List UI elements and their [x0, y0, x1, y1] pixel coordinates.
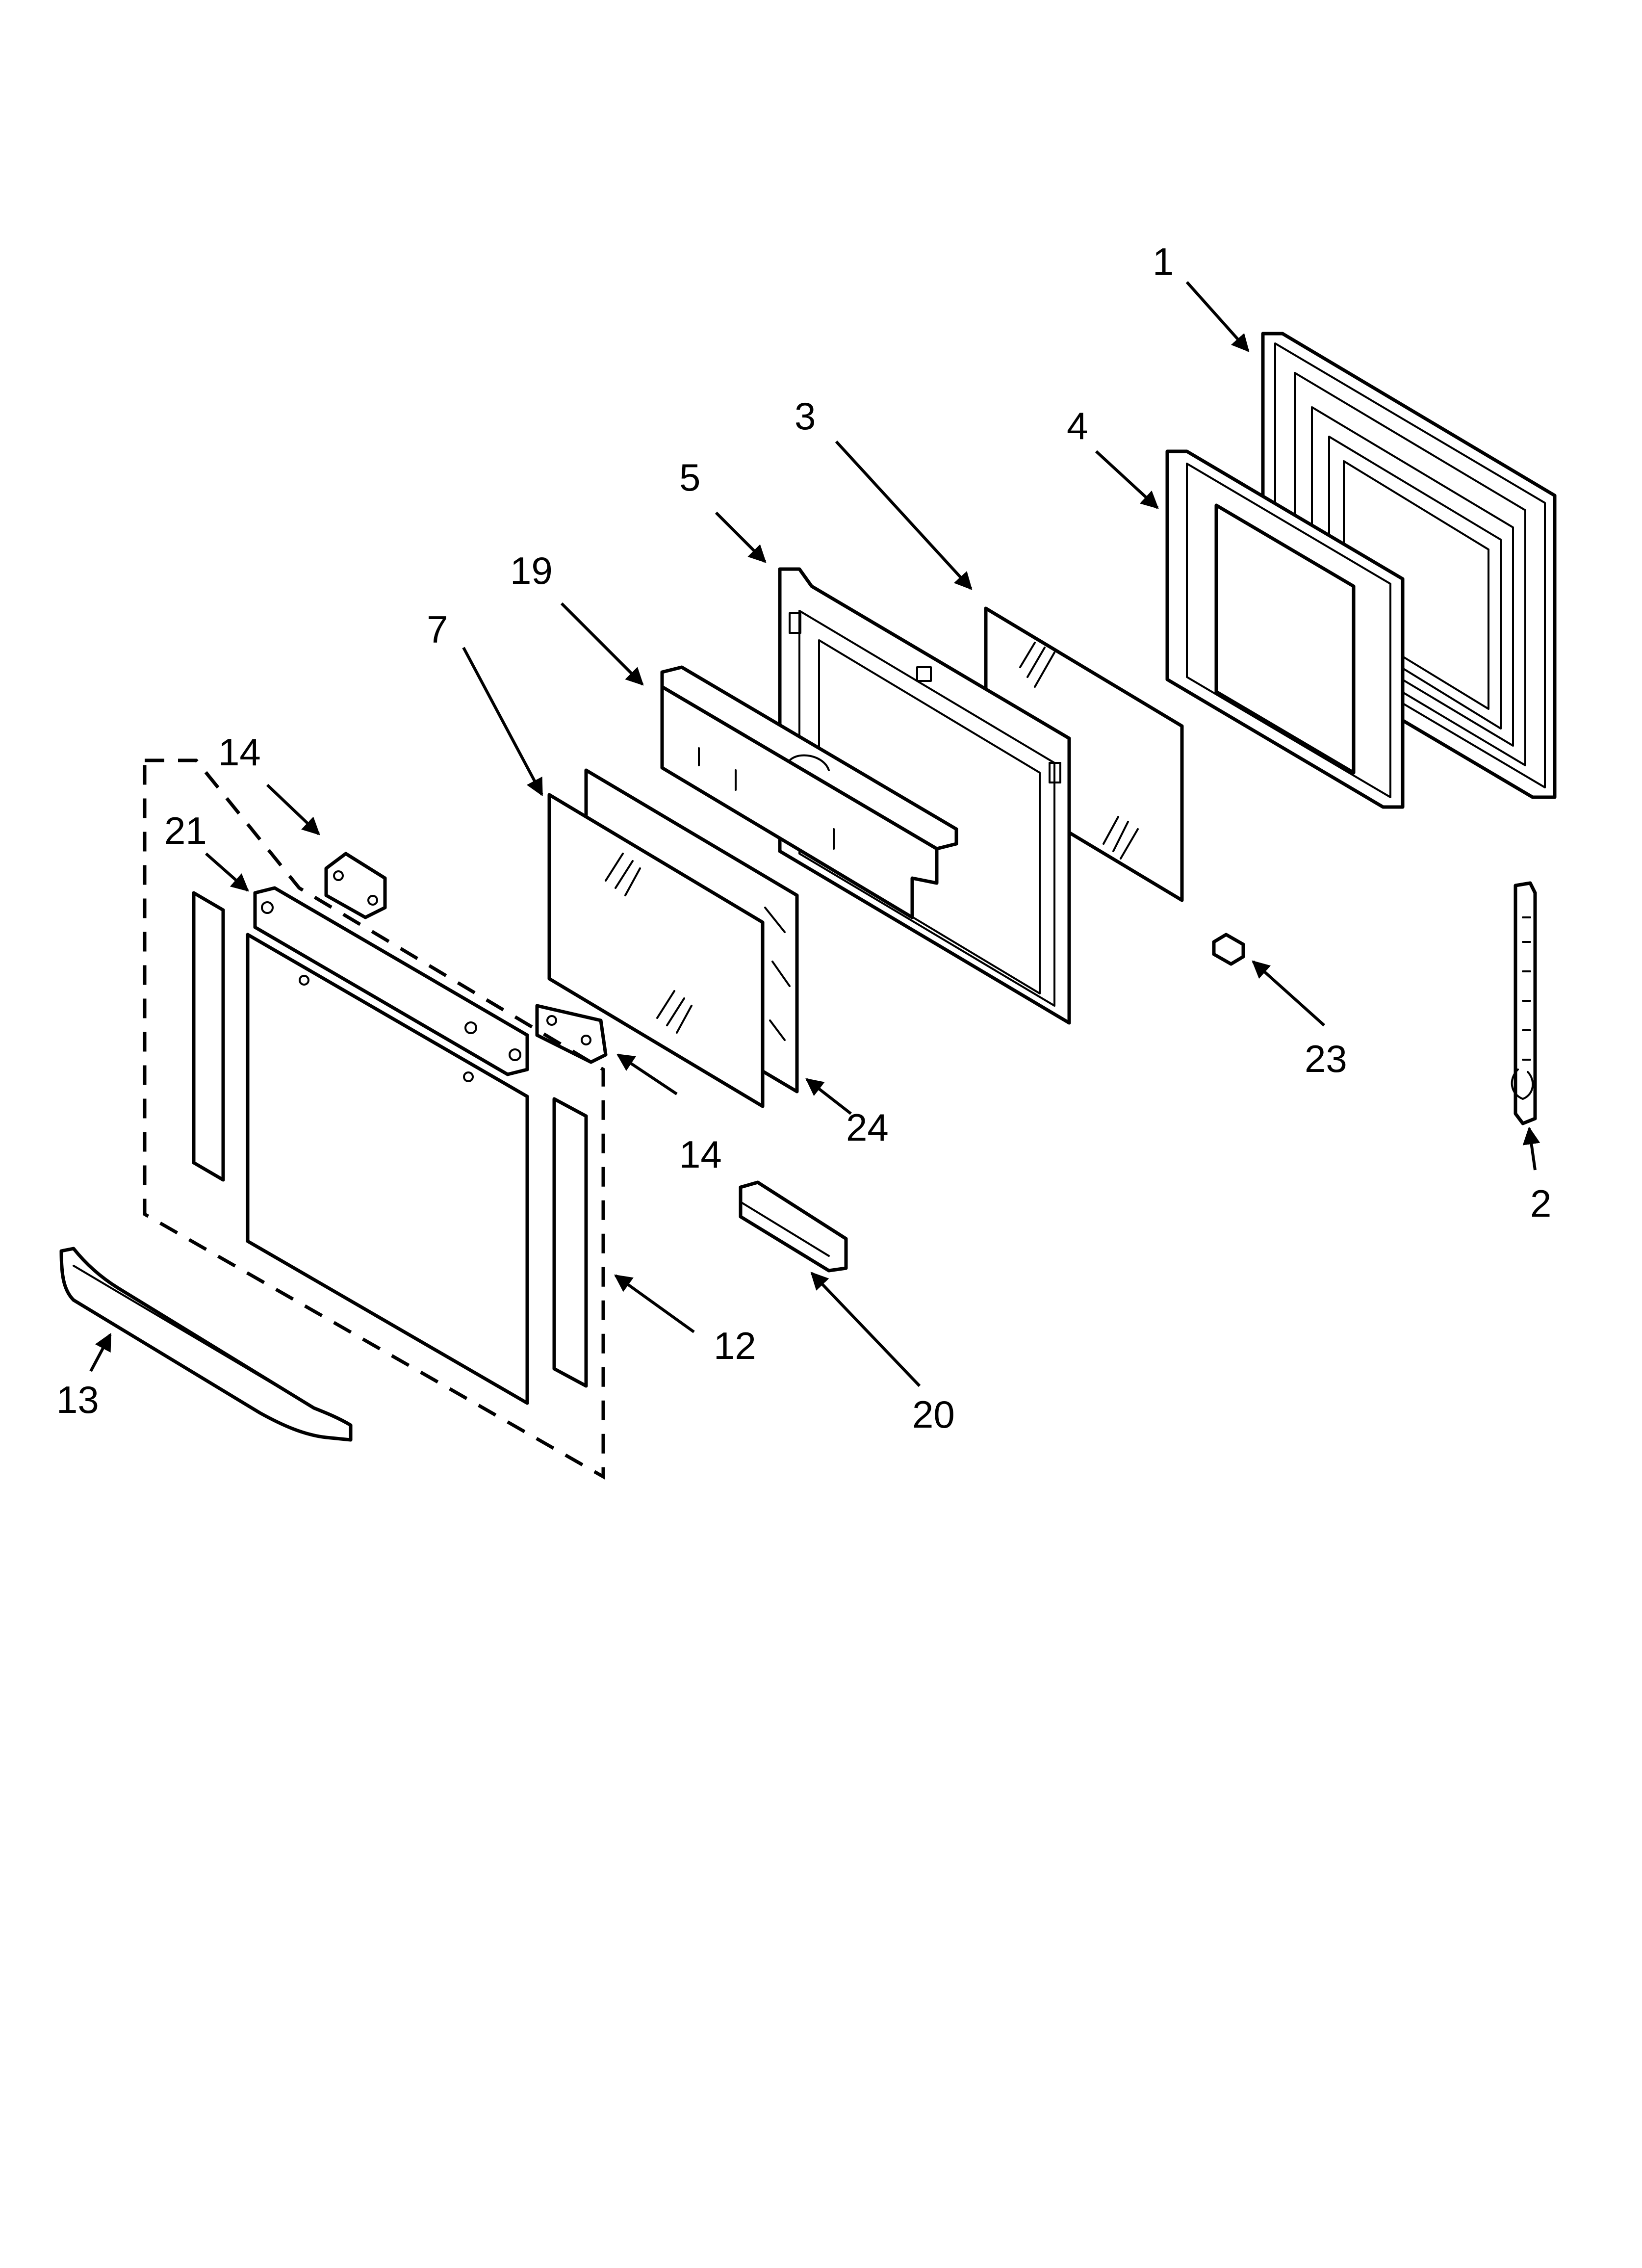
part-1-outer-door-frame	[1261, 332, 1557, 799]
part-20-bottom-trim	[739, 1180, 848, 1273]
part-21-top-trim	[253, 886, 529, 1076]
part-12-door-assembly-outline	[143, 758, 605, 1480]
leader-arrows	[89, 281, 1540, 1387]
part-4-inner-frame	[1165, 449, 1405, 809]
callout-14-upper: 14	[218, 730, 261, 774]
part-13-door-handle	[59, 1247, 353, 1442]
side-strip-right	[552, 1097, 588, 1388]
callout-19: 19	[510, 549, 553, 592]
part-2-door-hinge	[1511, 881, 1537, 1125]
callout-14-lower: 14	[679, 1133, 722, 1176]
part-7-front-glass	[547, 793, 765, 1108]
callout-7: 7	[427, 608, 448, 651]
part-14-hinge-bracket-upper	[324, 852, 387, 919]
callout-13: 13	[56, 1378, 99, 1421]
part-19-heat-shield	[660, 665, 958, 919]
front-door-panel	[246, 933, 529, 1405]
callout-20: 20	[912, 1393, 955, 1436]
callout-4: 4	[1067, 404, 1088, 447]
callout-labels: 1 2 3 4 5 7 12 13 14 14 19 20 21 23 24	[56, 240, 1551, 1436]
callout-2: 2	[1530, 1182, 1551, 1225]
callout-23: 23	[1305, 1037, 1347, 1080]
callout-5: 5	[679, 456, 700, 499]
side-strip-left	[192, 891, 225, 1182]
part-23-clip	[1212, 933, 1245, 966]
callout-21: 21	[164, 809, 207, 852]
part-14-hinge-bracket-lower	[535, 1004, 608, 1064]
callout-12: 12	[714, 1324, 756, 1367]
callout-1: 1	[1153, 240, 1174, 283]
callout-3: 3	[795, 394, 816, 438]
part-5-door-liner	[778, 567, 1071, 1025]
callout-24: 24	[846, 1106, 889, 1149]
